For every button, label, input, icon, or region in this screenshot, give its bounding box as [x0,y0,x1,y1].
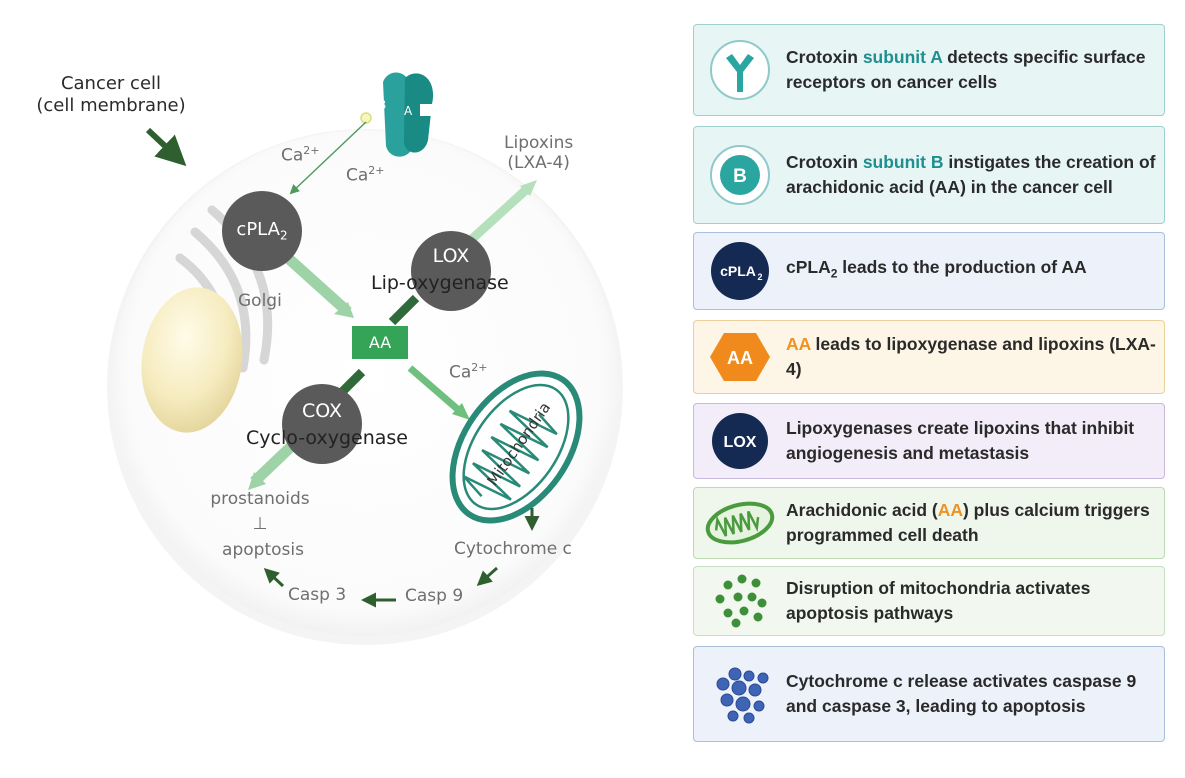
calcium-label-1: Ca2+ [281,144,320,166]
subunit-b-icon: B [710,145,770,205]
svg-text:AA: AA [727,348,753,368]
aa-hexagon-icon: AA [710,333,770,381]
aa-to-mitochondria-arrow [407,365,465,416]
nucleus [141,287,243,433]
lox-node: LOX [411,231,491,311]
cox-full-name: Cyclo-oxygenase [246,427,408,449]
apoptosis-pathway-diagram: Cancer cell (cell membrane) B A Ca2+ Ca2… [36,72,623,645]
cytochrome-to-casp9-arrow [476,566,498,586]
legend-card-mito-disruption: Disruption of mitochondria activates apo… [693,566,1165,636]
calcium-label-2: Ca2+ [346,164,385,186]
casp9-label: Casp 9 [405,586,464,606]
subunit-a-highlight: subunit A [862,47,943,67]
calcium-influx-arrow [289,121,367,195]
lox-icon: LOX [712,413,768,469]
cell-membrane-pointer-arrow [145,127,187,167]
casp3-to-apoptosis-arrow [263,567,285,588]
legend-card-cpla2: cPLA 2 cPLA2 leads to the production of … [693,232,1165,310]
aa-highlight: AA [786,334,811,354]
legend-card-lox: LOX Lipoxygenases create lipoxins that i… [693,403,1165,479]
cpla2-icon: cPLA 2 [711,242,769,300]
mitochondria-graphic [449,370,583,524]
lox-full-name: Lip-oxygenase [371,272,509,294]
cox-node: COX [282,384,362,464]
casp3-label: Casp 3 [288,585,347,605]
mitochondria-icon [705,501,775,545]
diagram-graphics [107,72,623,645]
legend-card-cytochrome: Cytochrome c release activates caspase 9… [693,646,1165,742]
dots-cluster-icon [715,574,767,628]
lipoxins-label: Lipoxins (LXA-4) [504,133,574,174]
legend-card-aa: AA AA leads to lipoxygenase and lipoxins… [693,320,1165,394]
cytochrome-c-label: Cytochrome c [454,539,572,559]
prostanoids-label: prostanoids [210,489,310,509]
aa-to-lox-arrow [388,294,420,326]
subunit-b-highlight: subunit B [862,152,944,172]
antibody-icon [710,40,770,100]
cancer-cell-label: Cancer cell (cell membrane) [36,73,186,116]
inhibition-symbol: ⊥ [252,514,268,534]
golgi-label: Golgi [238,291,282,311]
svg-text:cPLA: cPLA [720,263,756,279]
crotoxin-subunit-a-letter: A [404,104,413,118]
arachidonic-acid-box: AA [352,326,408,359]
legend-card-subunit-b: B Crotoxin subunit B instigates the crea… [693,126,1165,224]
legend-card-calcium: Arachidonic acid (AA) plus calcium trigg… [693,487,1165,559]
svg-text:B: B [733,166,747,187]
svg-text:LOX: LOX [724,434,757,451]
cpla2-to-aa-arrow [284,253,352,317]
calcium-label-3: Ca2+ [449,361,488,383]
svg-text:2: 2 [757,272,762,282]
molecule-cluster-icon [716,667,769,724]
legend-card-subunit-a: Crotoxin subunit A detects specific surf… [693,24,1165,116]
aa-highlight-2: AA [937,500,963,520]
cpla2-node: cPLA2 [222,191,302,271]
crotoxin-subunit-b-letter: B [378,98,387,112]
receptor-binding-site [360,112,372,124]
apoptosis-label: apoptosis [222,540,304,560]
crotoxin-molecule [383,72,434,157]
